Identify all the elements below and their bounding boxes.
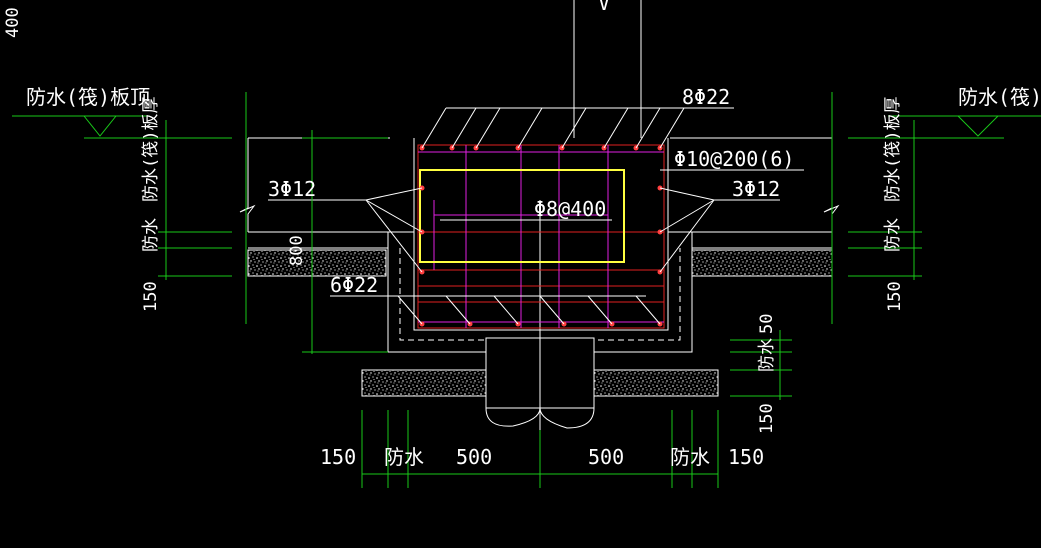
column-outline: V — [573, 0, 642, 138]
bottom-dim-label: 150 — [320, 445, 356, 469]
side-rebar-label-right: 3Φ12 — [732, 177, 780, 201]
top-rebar-label: 8Φ22 — [682, 85, 730, 109]
inner-stirrups — [418, 145, 664, 328]
bottom-dim-label: 防水 — [670, 445, 710, 469]
top-rebar-dots — [419, 145, 663, 327]
dim-150-lower-right: 150 — [757, 403, 777, 434]
raft-top-label-right: 防水(筏) — [958, 85, 1041, 109]
dim-150-left: 150 — [141, 281, 161, 312]
pile-outline — [485, 200, 595, 480]
raft-thickness-label-left: 防水(筏)板厚 — [141, 97, 161, 202]
bottom-dim-label: 150 — [728, 445, 764, 469]
dim-150-right: 150 — [885, 281, 905, 312]
tie-bar-highlight — [419, 169, 625, 263]
bottom-rebar-label: 6Φ22 — [330, 273, 378, 297]
stirrup-label: Φ10@200(6) — [674, 147, 794, 171]
rebar-cage — [417, 144, 665, 329]
top-arrow-label: V — [598, 0, 610, 15]
raft-slab — [239, 137, 840, 277]
waterproof-label-right: 防水 — [883, 218, 903, 252]
waterproof-label-left: 防水 — [141, 218, 161, 252]
side-rebar-label-left: 3Φ12 — [268, 177, 316, 201]
bottom-dim-label: 500 — [456, 445, 492, 469]
waterproof-label-lower-right: 防水 — [757, 338, 777, 372]
dim-50-right: 50 — [757, 314, 777, 334]
top-left-number: 400 — [3, 7, 23, 38]
dimension-lines — [12, 92, 1041, 488]
top-rebar-leaders — [268, 107, 804, 325]
bottom-dim-label: 500 — [588, 445, 624, 469]
bottom-dimension-labels: 150 防水 500 500 防水 150 — [320, 445, 764, 469]
raft-top-label-left: 防水(筏)板顶 — [26, 85, 150, 109]
bottom-dim-label: 防水 — [384, 445, 424, 469]
tie-bar-label: Φ8@400 — [534, 197, 606, 221]
raft-thickness-label-right: 防水(筏)板厚 — [883, 97, 903, 202]
beam-height-label: 800 — [287, 235, 307, 266]
cushion-left — [247, 249, 387, 277]
cushion-right — [691, 249, 833, 277]
